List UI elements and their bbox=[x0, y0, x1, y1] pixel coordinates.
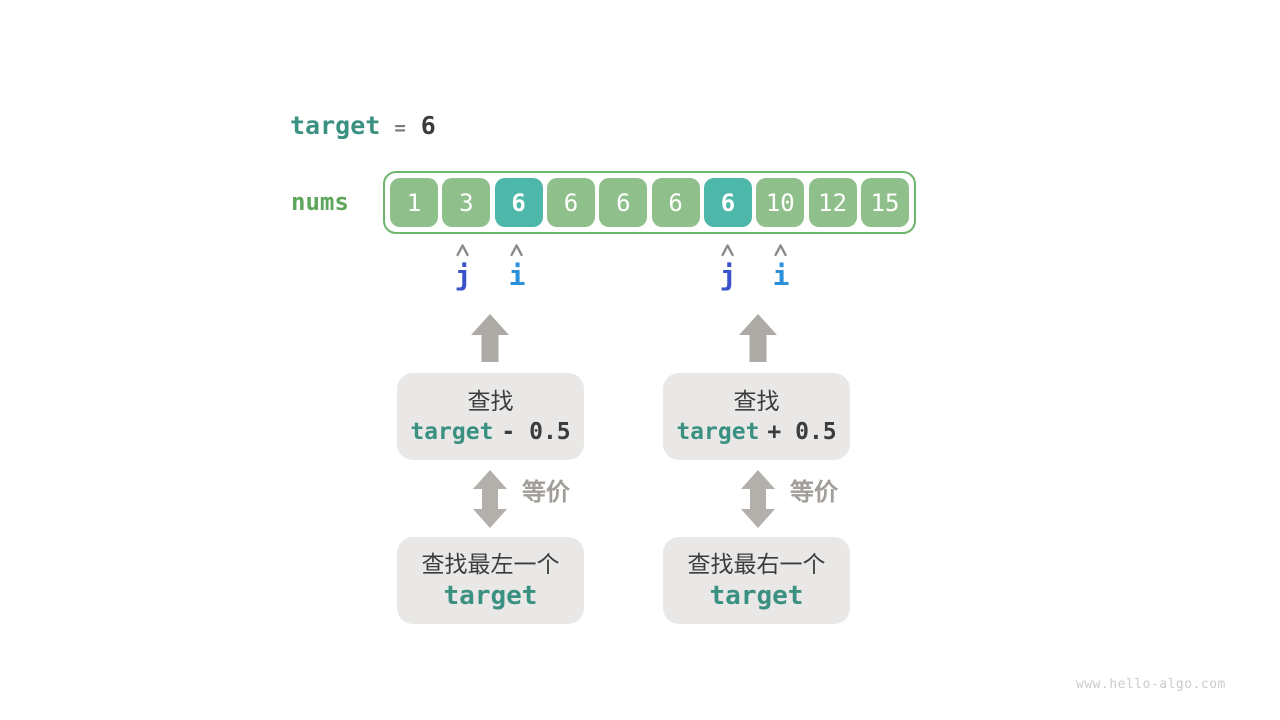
array-cell: 6 bbox=[494, 178, 543, 227]
array-cell: 6 bbox=[599, 178, 648, 227]
up-arrow-left-icon bbox=[471, 314, 509, 362]
pointer-i: i bbox=[508, 243, 526, 293]
array-cell: 1 bbox=[390, 178, 438, 227]
operator-text: - 0.5 bbox=[501, 419, 571, 445]
pointer-label: j bbox=[719, 259, 737, 292]
caret-up-icon bbox=[456, 244, 470, 257]
search-box-left: 查找 target - 0.5 bbox=[397, 373, 584, 460]
pointer-label: i bbox=[772, 259, 790, 292]
target-keyword: target bbox=[443, 581, 538, 611]
double-arrow-right-icon bbox=[741, 470, 775, 528]
array-cell: 6 bbox=[651, 178, 700, 227]
caret-up-icon bbox=[774, 244, 788, 257]
search-expression: target + 0.5 bbox=[676, 419, 836, 445]
pointer-i: i bbox=[772, 243, 790, 293]
watermark: www.hello-algo.com bbox=[1076, 677, 1226, 692]
search-label: 查找 bbox=[467, 388, 514, 414]
pointer-label: j bbox=[454, 259, 472, 292]
pointer-label: i bbox=[508, 259, 526, 292]
array-cell: 6 bbox=[546, 178, 595, 227]
equals-sign: = bbox=[394, 117, 406, 139]
array-cell: 15 bbox=[860, 178, 909, 227]
target-keyword: target bbox=[676, 419, 760, 445]
search-box-right: 查找 target + 0.5 bbox=[663, 373, 850, 460]
operator-text: + 0.5 bbox=[767, 419, 837, 445]
target-assignment: target = 6 bbox=[290, 111, 436, 143]
caret-up-icon bbox=[721, 244, 735, 257]
target-keyword: target bbox=[290, 111, 381, 140]
array-cell: 10 bbox=[756, 178, 805, 227]
search-label: 查找 bbox=[733, 388, 780, 414]
pointer-j: j bbox=[454, 243, 472, 293]
result-box-left: 查找最左一个 target bbox=[397, 537, 584, 624]
nums-label: nums bbox=[291, 188, 349, 216]
pointer-j: j bbox=[719, 243, 737, 293]
array-cell: 6 bbox=[703, 178, 752, 227]
array-cell: 12 bbox=[808, 178, 857, 227]
result-label: 查找最左一个 bbox=[421, 551, 560, 577]
target-keyword: target bbox=[410, 419, 494, 445]
up-arrow-right-icon bbox=[739, 314, 777, 362]
caret-up-icon bbox=[510, 244, 524, 257]
array-cell: 3 bbox=[442, 178, 491, 227]
equivalence-label-left: 等价 bbox=[522, 479, 570, 506]
search-expression: target - 0.5 bbox=[410, 419, 570, 445]
target-keyword: target bbox=[709, 581, 804, 611]
equivalence-label-right: 等价 bbox=[790, 479, 838, 506]
target-value: 6 bbox=[420, 111, 436, 140]
double-arrow-left-icon bbox=[473, 470, 507, 528]
result-box-right: 查找最右一个 target bbox=[663, 537, 850, 624]
result-label: 查找最右一个 bbox=[687, 551, 826, 577]
